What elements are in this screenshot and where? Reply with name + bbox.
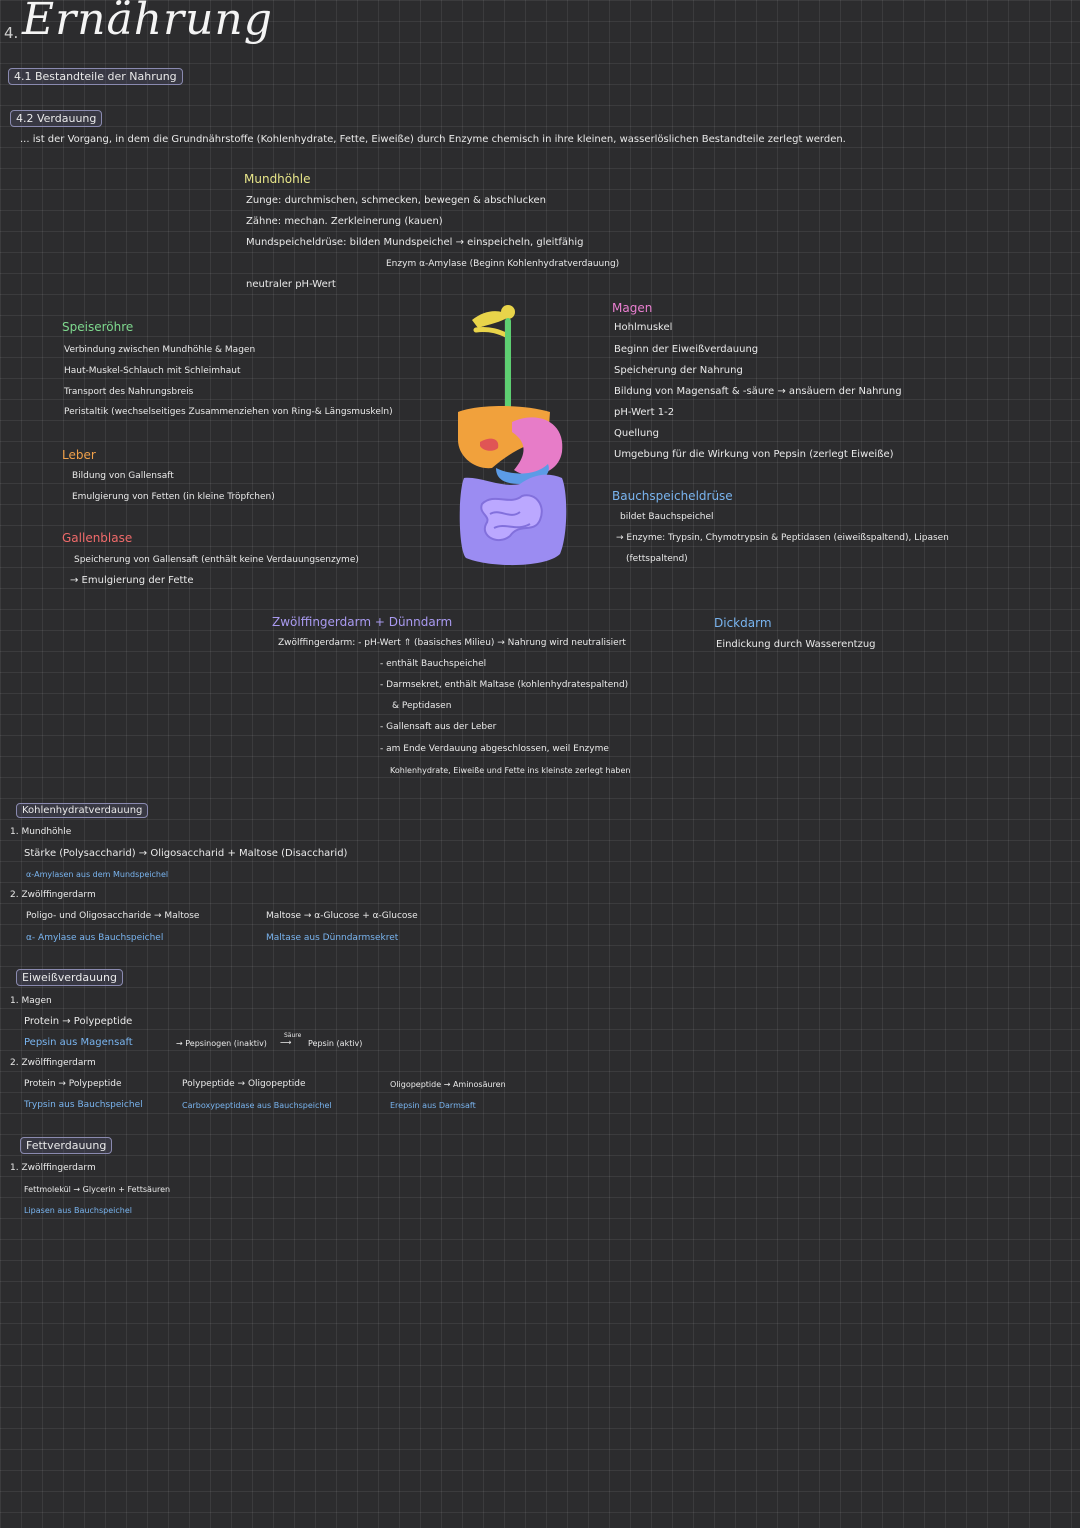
magen-title: Magen [612,301,653,315]
eiweiss-saeure-arrow: ⟶ [280,1038,292,1047]
eiweiss-step-2-reaction-b: Polypeptide → Oligopeptide [182,1079,306,1089]
speiseroehre-l2: Haut-Muskel-Schlauch mit Schleimhaut [64,366,241,376]
mundhoehle-speicheldruese: Mundspeicheldrüse: bilden Mundspeichel →… [246,237,584,248]
magen-l2: Beginn der Eiweißverdauung [614,344,759,355]
gallenblase-l1: Speicherung von Gallensaft (enthält kein… [74,555,359,565]
eiweiss-step-1-enzyme: Pepsin aus Magensaft [24,1037,133,1048]
eiweiss-pepsinogen: → Pepsinogen (inaktiv) [176,1039,267,1048]
tongue-shape [473,327,511,339]
speiseroehre-title: Speiseröhre [62,320,134,334]
fett-title: Fettverdauung [20,1137,113,1154]
speiseroehre-l4: Peristaltik (wechselseitiges Zusammenzie… [64,407,393,417]
mundhoehle-ph: neutraler pH-Wert [246,279,336,290]
chapter-number: 4. [4,24,19,42]
gallenblase-l2: → Emulgierung der Fette [70,575,194,586]
eiweiss-step-2: 2. Zwölffingerdarm [10,1058,96,1068]
bauchspeicheldruese-l2: → Enzyme: Trypsin, Chymotrypsin & Peptid… [616,533,949,543]
dickdarm-l1: Eindickung durch Wasserentzug [716,639,876,650]
fett-step-1-enzyme: Lipasen aus Bauchspeichel [24,1206,132,1215]
mouth-shape [472,311,510,328]
eiweiss-step-2-enzyme-a: Trypsin aus Bauchspeichel [24,1100,143,1110]
eiweiss-step-2-reaction-a: Protein → Polypeptide [24,1079,122,1089]
kh-step-2-reaction-a: Poligo- und Oligosaccharide → Maltose [26,911,200,921]
leber-l1: Bildung von Gallensaft [72,471,174,481]
eiweiss-step-1-reaction: Protein → Polypeptide [24,1016,133,1027]
magen-l6: Quellung [614,428,659,439]
magen-l5: pH-Wert 1-2 [614,407,675,418]
eiweiss-step-2-enzyme-b: Carboxypeptidase aus Bauchspeichel [182,1101,332,1110]
eiweiss-title: Eiweißverdauung [16,969,123,986]
page-title: Ernährung [22,0,273,45]
mundhoehle-enzym: Enzym α-Amylase (Beginn Kohlenhydratverd… [386,259,620,269]
gallbladder-shape [480,438,499,451]
duenndarm-l3: - Darmsekret, enthält Maltase (kohlenhyd… [380,680,629,690]
duenndarm-l4: & Peptidasen [392,701,452,711]
fett-step-1-reaction: Fettmolekül → Glycerin + Fettsäuren [24,1185,171,1194]
leber-title: Leber [62,448,96,462]
duenndarm-title: Zwölffingerdarm + Dünndarm [272,615,453,629]
magen-l4: Bildung von Magensaft & -säure → ansäuer… [614,386,902,397]
kh-title: Kohlenhydratverdauung [16,803,149,818]
gallenblase-title: Gallenblase [62,531,133,545]
eiweiss-step-1: 1. Magen [10,996,52,1006]
digestive-system-illustration [458,305,567,566]
speiseroehre-l3: Transport des Nahrungsbreis [64,387,194,397]
small-intestine-shape [480,494,543,542]
eiweiss-step-2-enzyme-c: Erepsin aus Darmsaft [390,1101,476,1110]
kh-step-1-reaction: Stärke (Polysaccharid) → Oligosaccharid … [24,848,348,859]
kh-step-2: 2. Zwölffingerdarm [10,890,96,900]
mundhoehle-zaehne: Zähne: mechan. Zerkleinerung (kauen) [246,216,443,227]
kh-step-2-enzyme-a: α- Amylase aus Bauchspeichel [26,933,164,943]
bauchspeicheldruese-title: Bauchspeicheldrüse [612,489,733,503]
magen-l3: Speicherung der Nahrung [614,365,743,376]
eiweiss-saeure-label: Säure [284,1032,302,1039]
mundhoehle-zunge: Zunge: durchmischen, schmecken, bewegen … [246,195,547,206]
kh-step-2-enzyme-b: Maltase aus Dünndarmsekret [266,933,399,943]
palate-shape [501,305,515,319]
bauchspeicheldruese-l3: (fettspaltend) [626,554,688,564]
kh-step-1-enzyme: α-Amylasen aus dem Mundspeichel [26,870,169,879]
duenndarm-l2: - enthält Bauchspeichel [380,659,487,669]
duenndarm-l5: - Gallensaft aus der Leber [380,722,497,732]
bauchspeicheldruese-l1: bildet Bauchspeichel [620,512,714,522]
duenndarm-l6: - am Ende Verdauung abgeschlossen, weil … [380,744,609,754]
fett-step-1: 1. Zwölffingerdarm [10,1163,96,1173]
esophagus-shape [505,318,511,422]
dickdarm-title: Dickdarm [714,616,772,630]
duenndarm-l1: Zwölffingerdarm: - pH-Wert ⇑ (basisches … [278,638,626,648]
section-4-2: 4.2 Verdauung [10,110,103,127]
leber-l2: Emulgierung von Fetten (in kleine Tröpfc… [72,492,275,502]
magen-l7: Umgebung für die Wirkung von Pepsin (zer… [614,449,894,460]
eiweiss-pepsin-aktiv: Pepsin (aktiv) [308,1039,363,1048]
kh-step-1: 1. Mundhöhle [10,827,72,837]
stomach-shape [512,417,563,476]
duenndarm-l7: Kohlenhydrate, Eiweiße und Fette ins kle… [390,766,631,775]
definition-text: ... ist der Vorgang, in dem die Grundnäh… [20,134,846,145]
kh-step-2-reaction-b: Maltose → α-Glucose + α-Glucose [266,911,418,921]
section-4-1: 4.1 Bestandteile der Nahrung [8,68,183,85]
speiseroehre-l1: Verbindung zwischen Mundhöhle & Magen [64,345,256,355]
mundhoehle-title: Mundhöhle [244,172,311,186]
magen-l1: Hohlmuskel [614,322,673,333]
eiweiss-step-2-reaction-c: Oligopeptide → Aminosäuren [390,1080,506,1089]
